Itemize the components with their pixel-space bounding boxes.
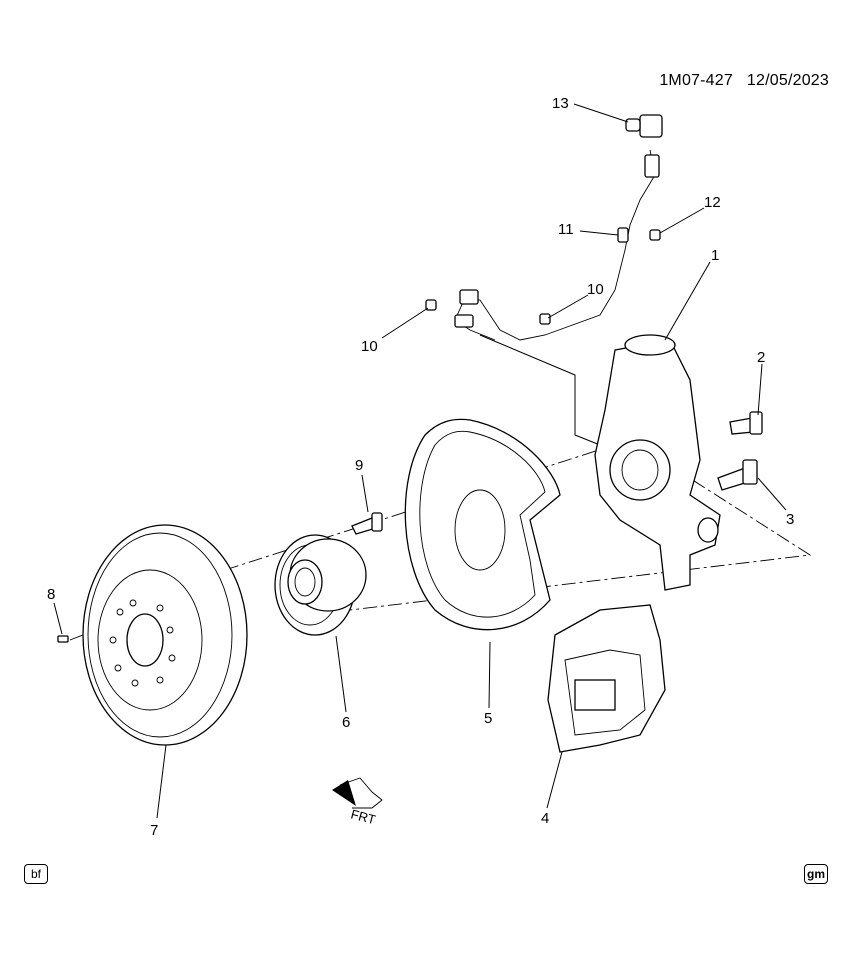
brake-splash-shield	[404, 418, 561, 631]
wheel-speed-sensor-harness	[425, 114, 663, 341]
diagram-id: 1M07-427	[659, 72, 733, 89]
bf-badge: bf	[24, 864, 48, 884]
callout-7: 7	[150, 822, 158, 839]
callout-8: 8	[47, 586, 55, 603]
callout-10-right: 10	[587, 281, 604, 298]
callout-12: 12	[704, 194, 721, 211]
callout-leaders	[53, 103, 787, 819]
front-direction-indicator: FRT	[332, 777, 383, 827]
brake-caliper	[547, 604, 666, 753]
diagram-date: 12/05/2023	[746, 72, 829, 89]
steering-knuckle	[594, 334, 721, 591]
brake-rotor	[82, 524, 248, 746]
gm-logo-badge: gm	[804, 864, 828, 884]
callout-5: 5	[484, 710, 492, 727]
callout-6: 6	[342, 714, 350, 731]
front-direction-label: FRT	[349, 806, 377, 827]
diagram-header: 1M07-427 12/05/2023	[659, 72, 829, 90]
wheel-hub-bearing	[274, 534, 367, 636]
knuckle-bolt-lower	[717, 459, 758, 491]
wheel-stud	[351, 512, 383, 535]
rotor-retaining-screw	[57, 635, 69, 643]
callout-1: 1	[711, 247, 719, 264]
knuckle-bolt-upper	[729, 411, 763, 435]
callout-2: 2	[757, 349, 765, 366]
callout-11: 11	[558, 221, 574, 238]
callout-9: 9	[355, 457, 363, 474]
callout-13: 13	[552, 95, 569, 112]
callout-4: 4	[541, 810, 549, 827]
callout-10-left: 10	[361, 338, 378, 355]
callout-3: 3	[786, 511, 794, 528]
